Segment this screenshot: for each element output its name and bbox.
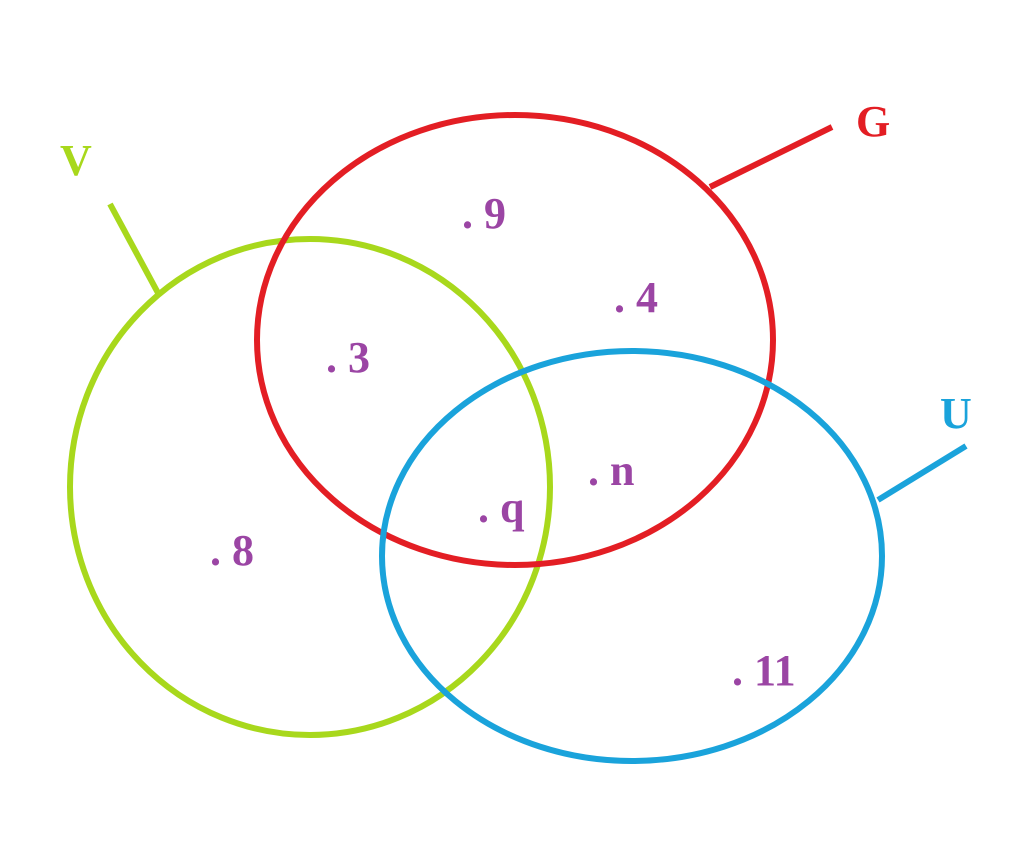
set-u-leader-line [876,443,968,503]
set-g: G [254,97,890,568]
elements: . 9 . 4 . 3 . n . q . 8 . 11 [210,189,796,695]
element-g-and-u: . n [588,446,634,495]
element-u-only: . 11 [732,646,796,695]
element-g-only-right: . 4 [614,273,658,322]
set-v-leader-line [107,202,161,295]
set-u: U [379,348,972,764]
element-v-only: . 8 [210,526,254,575]
set-u-label: U [940,389,972,438]
set-v-label: V [60,136,92,185]
element-g-only-top: . 9 [462,189,506,238]
set-v: V [60,136,553,738]
set-v-circle [67,236,553,738]
set-u-circle [379,348,885,764]
set-g-leader-line [708,124,834,190]
element-v-g-u: . q [478,483,525,532]
element-v-and-g: . 3 [326,333,370,382]
set-g-label: G [856,97,890,146]
set-g-circle [254,112,776,568]
